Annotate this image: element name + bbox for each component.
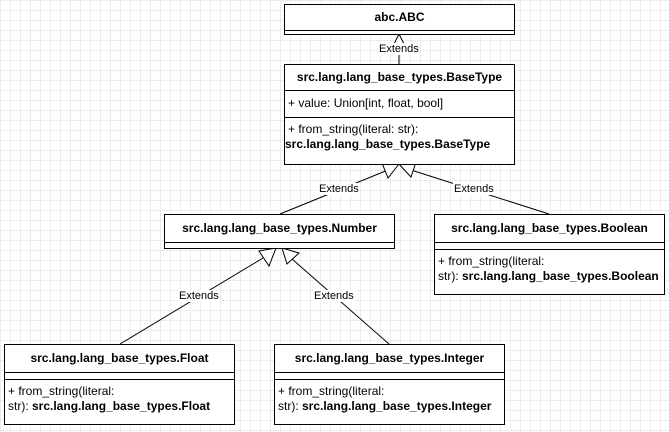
class-divider	[285, 30, 514, 31]
method-signature: + from_string(literal:	[438, 254, 545, 268]
class-name-float: src.lang.lang_base_types.Float	[30, 351, 209, 365]
class-box-boolean[interactable]: src.lang.lang_base_types.Boolean + from_…	[434, 214, 665, 295]
class-name-boolean: src.lang.lang_base_types.Boolean	[451, 221, 648, 235]
method-param-tail: str):	[438, 269, 462, 283]
method-signature: + from_string(literal: str):	[288, 122, 419, 136]
attribute-value: + value: Union[int, float, bool]	[288, 96, 444, 110]
arrowhead-basetype-left	[381, 162, 400, 179]
class-box-abc[interactable]: abc.ABC	[284, 4, 515, 35]
method-return-type: src.lang.lang_base_types.Integer	[302, 399, 492, 413]
method-return-type: src.lang.lang_base_types.Boolean	[462, 269, 659, 283]
class-divider	[5, 372, 234, 373]
edge-label-integer-number: Extends	[313, 290, 355, 302]
class-divider	[165, 242, 394, 243]
class-divider	[285, 117, 514, 118]
class-name-basetype: src.lang.lang_base_types.BaseType	[296, 70, 503, 84]
arrowhead-number-right	[281, 247, 300, 265]
edge-label-basetype-abc: Extends	[378, 43, 420, 55]
class-methods-float: + from_string(literal: str): src.lang.la…	[5, 380, 234, 418]
method-return-type: src.lang.lang_base_types.BaseType	[285, 137, 491, 151]
class-box-basetype[interactable]: src.lang.lang_base_types.BaseType + valu…	[284, 64, 515, 165]
class-box-integer[interactable]: src.lang.lang_base_types.Integer + from_…	[274, 344, 505, 425]
class-divider	[5, 379, 234, 380]
edge-label-float-number: Extends	[178, 290, 220, 302]
class-divider	[435, 249, 664, 250]
method-signature: + from_string(literal:	[8, 384, 115, 398]
class-methods-boolean: + from_string(literal: str): src.lang.la…	[435, 250, 664, 288]
method-signature: + from_string(literal:	[278, 384, 385, 398]
method-return-type: src.lang.lang_base_types.Float	[32, 399, 211, 413]
class-box-number[interactable]: src.lang.lang_base_types.Number	[164, 214, 395, 249]
arrowhead-number-left	[258, 247, 277, 268]
class-attributes-basetype: + value: Union[int, float, bool]	[285, 91, 514, 117]
class-methods-basetype: + from_string(literal: str): src.lang.la…	[285, 118, 514, 152]
class-name-number: src.lang.lang_base_types.Number	[182, 221, 377, 235]
class-name-abc: abc.ABC	[374, 10, 425, 24]
class-divider	[435, 242, 664, 243]
class-box-float[interactable]: src.lang.lang_base_types.Float + from_st…	[4, 344, 235, 425]
class-divider	[285, 90, 514, 91]
class-name-integer: src.lang.lang_base_types.Integer	[294, 351, 485, 365]
method-param-tail: str):	[278, 399, 302, 413]
class-methods-integer: + from_string(literal: str): src.lang.la…	[275, 380, 504, 418]
method-param-tail: str):	[8, 399, 32, 413]
edge-label-boolean-basetype: Extends	[453, 183, 495, 195]
class-divider	[275, 379, 504, 380]
class-divider	[275, 372, 504, 373]
edge-label-number-basetype: Extends	[318, 183, 360, 195]
